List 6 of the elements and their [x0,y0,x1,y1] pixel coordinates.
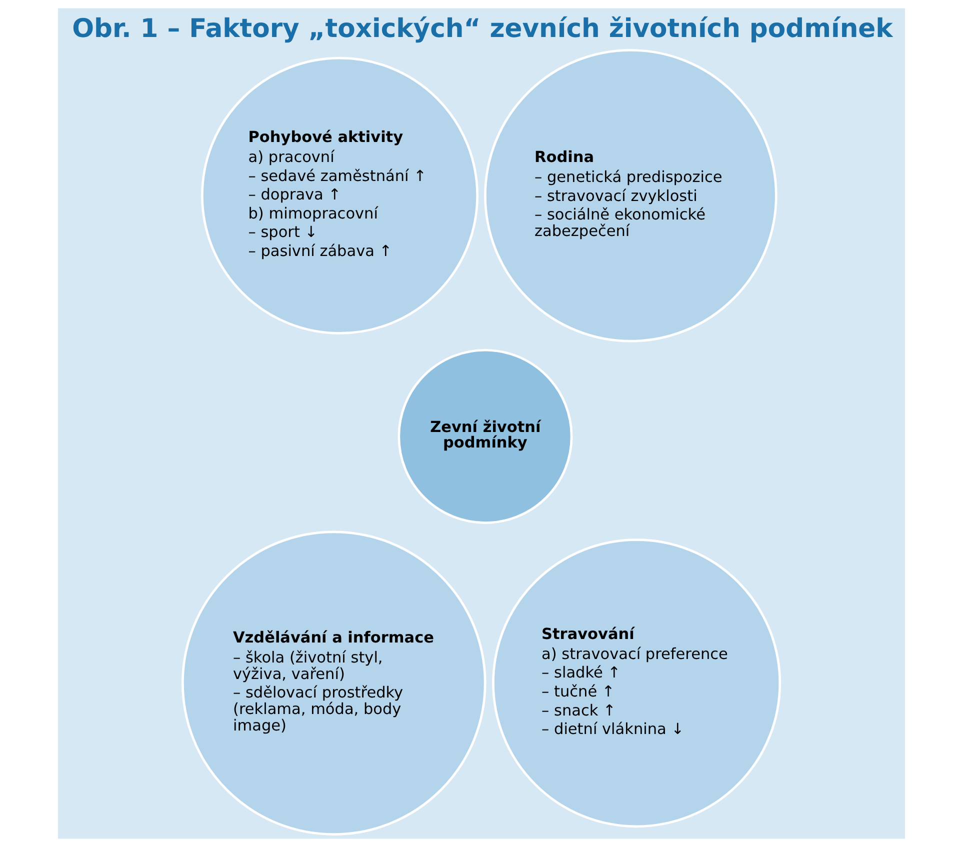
node-circle: Stravování a) stravovací preference – sladké ↑ – tučné ↑ – snack ↑ – dietní vláknina ↓ [492,538,782,828]
node-circle: Pohybové aktivity a) pracovní – sedavé zaměstnání ↑ – doprava ↑ b) mimopracovní – sport ↓ – pasivní zábava ↑ [201,56,478,334]
node-circle: Rodina – genetická predispozice – stravovací zvyklosti – sociálně ekonomické zabezpečení [484,49,778,342]
node-circle: Zevní životní podmínky [398,348,573,524]
diagram-title: Obr. 1 – Faktory „toxických“ zevních životních podmínek [72,14,893,44]
node-circle: Vzdělávání a informace – škola (životní styl, výživa, vaření) – sdělovací prostředky (reklama, móda, body image) [182,530,486,836]
